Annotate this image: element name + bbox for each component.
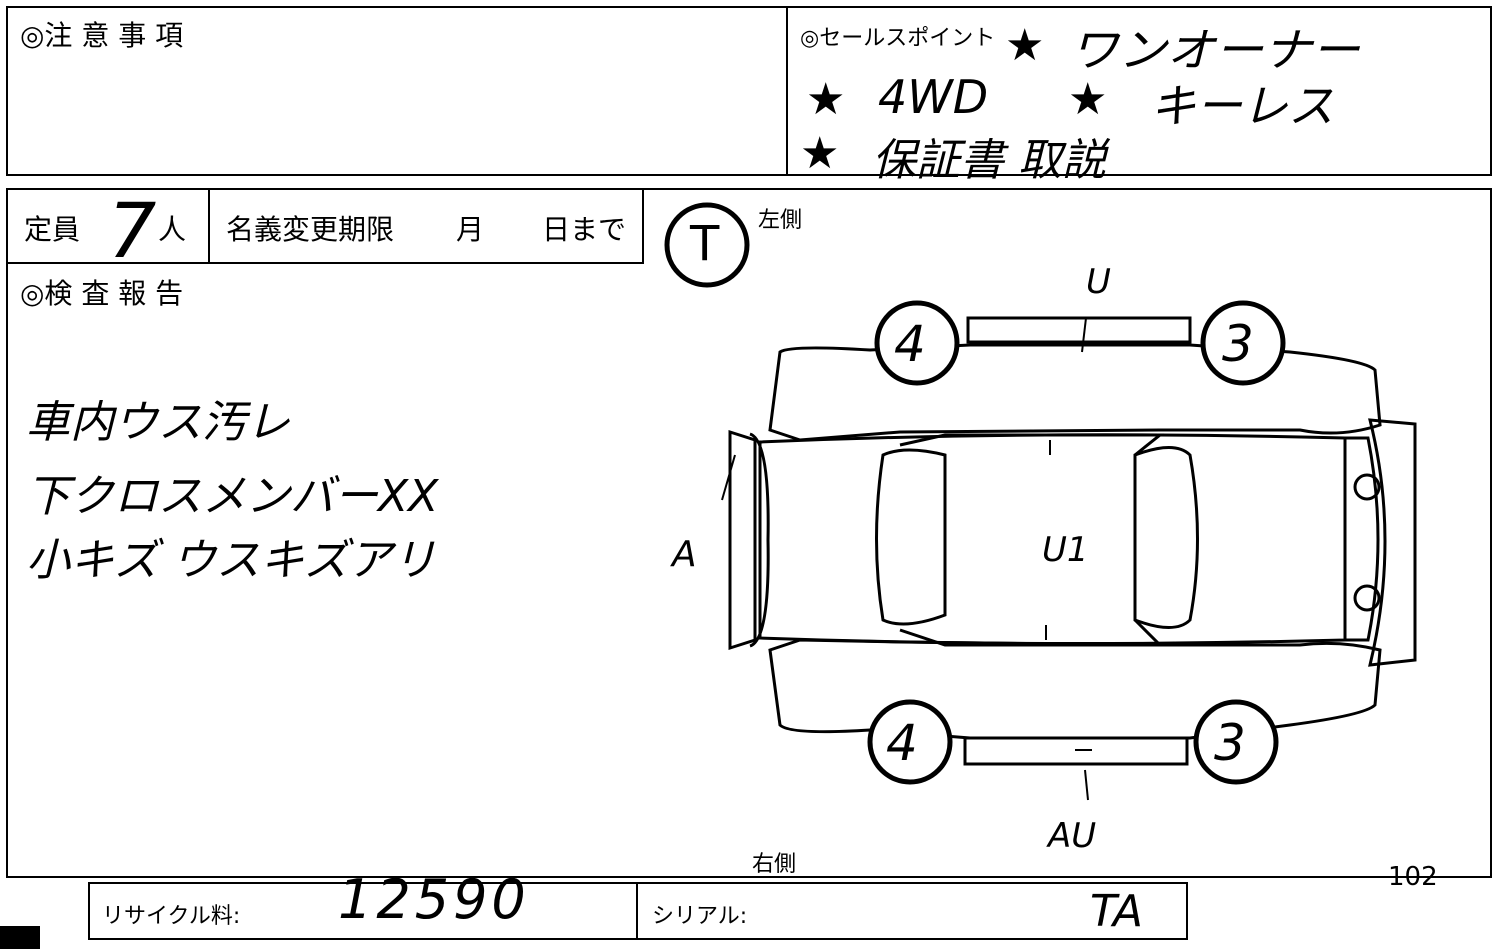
sales-point-item: 4WD: [878, 70, 989, 124]
serial-label: シリアル:: [652, 904, 748, 929]
star-icon: ★: [1068, 74, 1108, 125]
inspection-note: 小キズ ウスキズアリ: [26, 535, 436, 586]
deadline-month: 月: [456, 213, 485, 246]
wheel-number: 3: [1222, 315, 1254, 373]
inspection-note: 車内ウス汚レ: [26, 397, 290, 448]
footer-bar: [88, 882, 1188, 940]
left-side-label: 左側: [758, 208, 803, 233]
wheel-number: 4: [894, 315, 926, 373]
serial-value: TA: [1090, 886, 1143, 937]
wheel-number: 3: [1214, 714, 1246, 772]
sales-point-item: キーレス: [1150, 79, 1334, 133]
corner-block: [0, 926, 40, 949]
inspection-heading: ◎検 査 報 告: [20, 277, 184, 310]
footer-divider: [636, 882, 638, 940]
inspection-box: [6, 188, 1492, 878]
capacity-unit: 人: [158, 213, 187, 246]
capacity-value: 7: [108, 186, 157, 275]
star-icon: ★: [806, 74, 846, 125]
badge-letter: T: [690, 216, 720, 272]
star-icon: ★: [1005, 20, 1045, 71]
sales-points-box: [786, 6, 1492, 176]
sales-point-item: ワンオーナー: [1070, 23, 1360, 77]
deadline-cell: [208, 188, 644, 264]
damage-mark: AU: [1048, 816, 1097, 856]
recycle-value: 12590: [338, 868, 530, 931]
inspection-note: 下クロスメンバーXX: [26, 471, 439, 522]
damage-mark: U: [1086, 262, 1111, 302]
right-side-label: 右側: [752, 852, 797, 877]
wheel-number: 4: [886, 714, 918, 772]
capacity-label: 定員: [24, 213, 81, 246]
damage-mark: U1: [1042, 530, 1089, 570]
damage-mark: A: [672, 534, 697, 575]
recycle-label: リサイクル料:: [102, 904, 241, 929]
sales-points-heading: ◎セールスポイント: [800, 26, 996, 51]
star-icon: ★: [800, 128, 840, 179]
sheet-number: 102: [1388, 862, 1438, 892]
deadline-day: 日まで: [542, 213, 627, 246]
notes-heading: ◎注 意 事 項: [20, 19, 184, 52]
sales-point-item: 保証書 取説: [872, 135, 1106, 186]
deadline-label: 名義変更期限: [226, 213, 395, 246]
